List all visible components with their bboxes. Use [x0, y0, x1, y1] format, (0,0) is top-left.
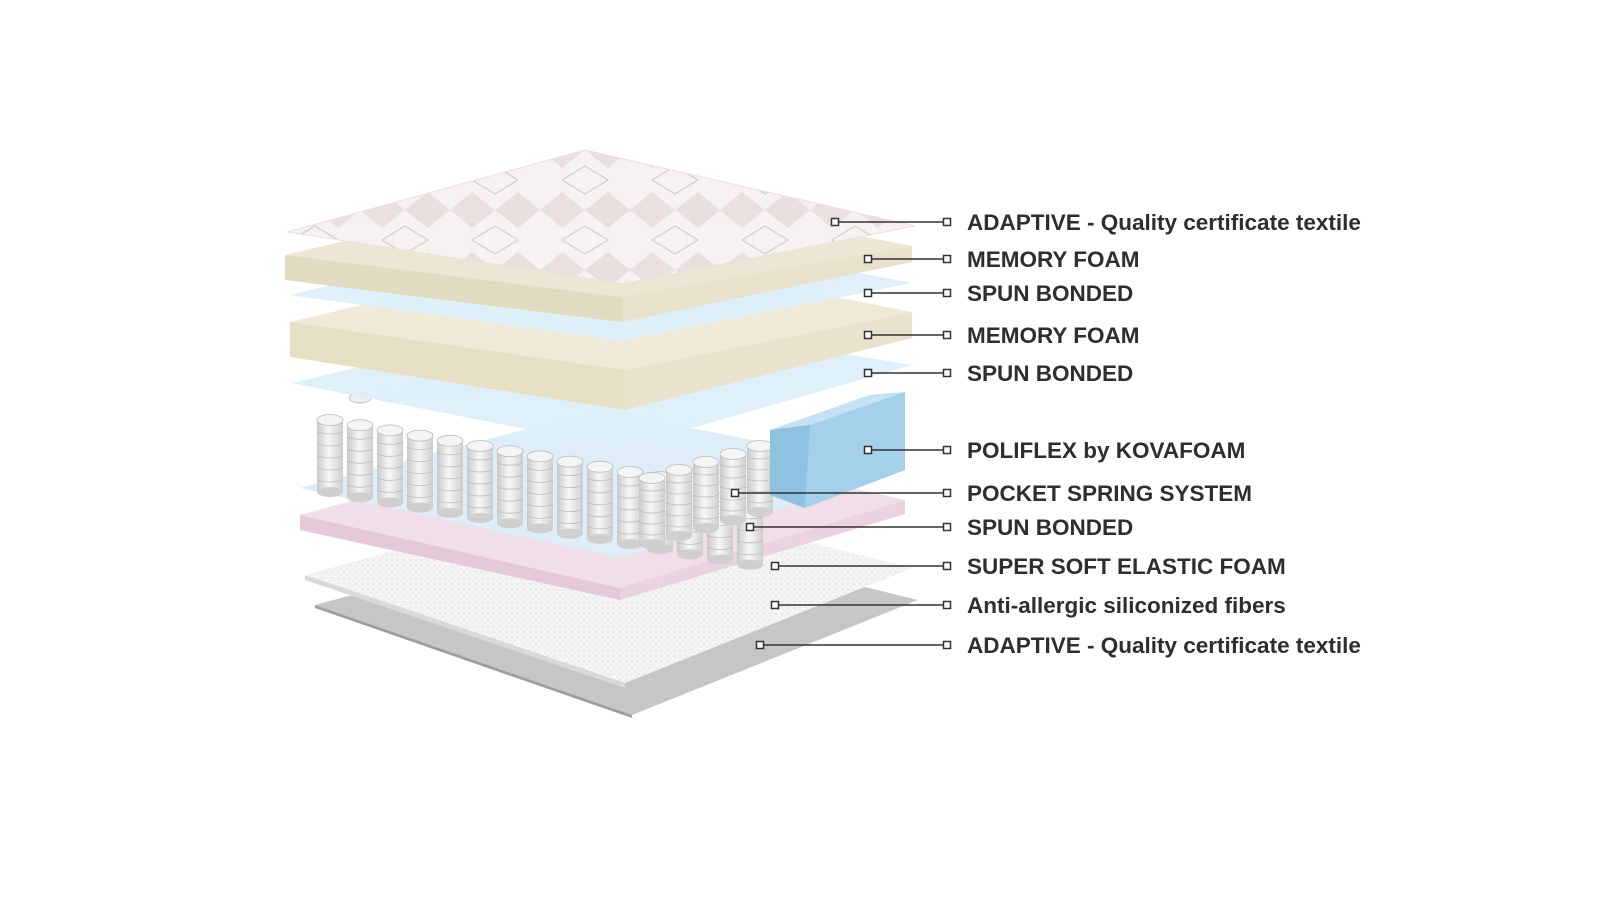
spring-coil	[496, 445, 524, 529]
callout-spun-bonded-3: SPUN BONDED	[745, 515, 1133, 540]
label-spun-bonded-1: SPUN BONDED	[967, 281, 1133, 306]
leader-marker	[863, 330, 873, 340]
leader-marker	[942, 522, 952, 532]
callout-memory-foam-1: MEMORY FOAM	[863, 247, 1140, 272]
spring-coil	[616, 466, 644, 549]
label-memory-foam-2: MEMORY FOAM	[967, 323, 1140, 348]
leader-marker	[863, 445, 873, 455]
label-anti-allergic-fibers: Anti-allergic siliconized fibers	[967, 593, 1286, 618]
spring-coil	[746, 440, 774, 517]
label-adaptive-bottom: ADAPTIVE - Quality certificate textile	[967, 633, 1361, 658]
leader-marker	[863, 368, 873, 378]
leader-marker	[942, 288, 952, 298]
label-spun-bonded-2: SPUN BONDED	[967, 361, 1133, 386]
leader-marker	[942, 600, 952, 610]
layer-callouts: ADAPTIVE - Quality certificate textileME…	[730, 210, 1361, 658]
leader-marker	[942, 330, 952, 340]
pocket-spring-system	[316, 361, 774, 570]
spring-coil	[376, 424, 404, 508]
leader-marker	[770, 600, 780, 610]
leader-marker	[942, 488, 952, 498]
spring-coil	[466, 440, 494, 523]
leader-marker	[863, 288, 873, 298]
spring-coil	[692, 456, 720, 533]
leader-marker	[942, 445, 952, 455]
leader-marker	[830, 217, 840, 227]
spring-coil	[316, 414, 344, 497]
label-adaptive-top: ADAPTIVE - Quality certificate textile	[967, 210, 1361, 235]
callout-spun-bonded-2: SPUN BONDED	[863, 361, 1133, 386]
callout-super-soft-foam: SUPER SOFT ELASTIC FOAM	[770, 554, 1286, 579]
spring-coil	[586, 460, 614, 544]
spring-coil	[638, 472, 666, 549]
label-pocket-spring: POCKET SPRING SYSTEM	[967, 481, 1252, 506]
leader-marker	[942, 254, 952, 264]
spring-coil	[665, 464, 693, 541]
callout-anti-allergic-fibers: Anti-allergic siliconized fibers	[770, 593, 1286, 618]
callout-adaptive-top: ADAPTIVE - Quality certificate textile	[830, 210, 1361, 235]
leader-marker	[942, 368, 952, 378]
leader-marker	[942, 640, 952, 650]
leader-marker	[755, 640, 765, 650]
label-poliflex: POLIFLEX by KOVAFOAM	[967, 438, 1245, 463]
callout-memory-foam-2: MEMORY FOAM	[863, 323, 1140, 348]
label-spun-bonded-3: SPUN BONDED	[967, 515, 1133, 540]
quilted-top-textile-layer	[286, 149, 916, 285]
leader-marker	[942, 561, 952, 571]
spring-coil	[556, 455, 584, 539]
poliflex-foam-block	[770, 392, 905, 508]
leader-marker	[863, 254, 873, 264]
leader-marker	[770, 561, 780, 571]
callout-poliflex: POLIFLEX by KOVAFOAM	[863, 438, 1245, 463]
spring-coil	[346, 419, 374, 503]
leader-marker	[730, 488, 740, 498]
spring-coil	[406, 429, 434, 513]
leader-marker	[942, 217, 952, 227]
leader-marker	[745, 522, 755, 532]
spring-coil	[719, 448, 747, 525]
callout-adaptive-bottom: ADAPTIVE - Quality certificate textile	[755, 633, 1361, 658]
spring-coil	[436, 434, 464, 518]
callout-pocket-spring: POCKET SPRING SYSTEM	[730, 481, 1252, 506]
spring-coil	[526, 450, 554, 534]
label-memory-foam-1: MEMORY FOAM	[967, 247, 1140, 272]
callout-spun-bonded-1: SPUN BONDED	[863, 281, 1133, 306]
label-super-soft-foam: SUPER SOFT ELASTIC FOAM	[967, 554, 1286, 579]
